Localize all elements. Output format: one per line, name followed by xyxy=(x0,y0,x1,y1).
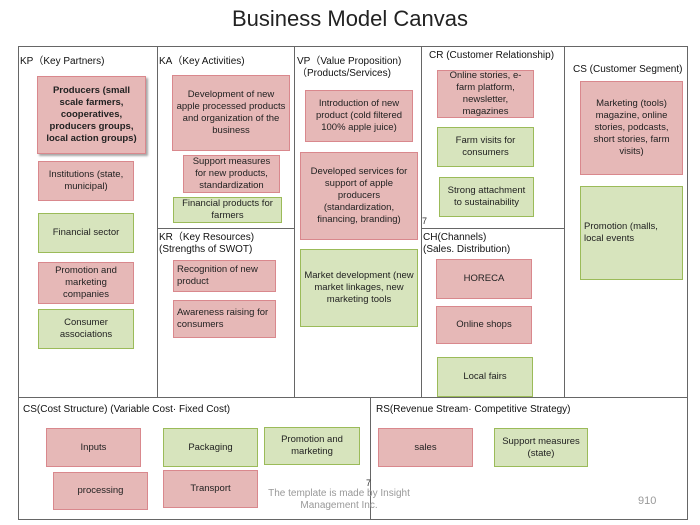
kp-header: KP（Key Partners) xyxy=(20,56,105,67)
frame-right-border xyxy=(687,46,688,520)
vp-header: VP（Value Proposition) （Products/Services… xyxy=(297,56,402,79)
cost-rs-divider xyxy=(370,397,371,520)
ka-support-measures-box: Support measures for new products, stand… xyxy=(183,155,280,193)
ka-vp-divider xyxy=(294,46,295,397)
cost-transport-box: Transport xyxy=(163,470,258,508)
cost-divider-line xyxy=(18,397,688,398)
cr-header: CR (Customer Relationship) xyxy=(429,50,555,61)
cost-processing-box: processing xyxy=(53,472,148,510)
vp-new-product-box: Introduction of new product (cold filter… xyxy=(305,90,413,142)
kr-awareness-box: Awareness raising for consumers xyxy=(173,300,276,338)
footer-credit: The template is made by Insight Manageme… xyxy=(268,488,410,511)
cs-header: CS (Customer Segment) xyxy=(573,64,683,75)
page-title: Business Model Canvas xyxy=(231,6,468,31)
ch-horeca-box: HORECA xyxy=(436,259,532,299)
vp-cr-divider xyxy=(421,46,422,397)
ka-financial-products-box: Financial products for farmers xyxy=(173,197,282,223)
rs-sales-box: sales xyxy=(378,428,473,467)
ka-header: KA（Key Activities) xyxy=(159,56,245,67)
cost-header: CS(Cost Structure) (Variable Cost· Fixed… xyxy=(23,404,231,415)
frame-left-border xyxy=(18,46,19,520)
marker-label: 7 xyxy=(422,216,428,226)
kp-promotion-box: Promotion and marketing companies xyxy=(38,262,134,304)
kr-header: KR（Key Resources) (Strengths of SWOT) xyxy=(159,232,255,255)
ka-development-box: Development of new apple processed produ… xyxy=(172,75,290,151)
vp-developed-services-box: Developed services for support of apple … xyxy=(300,152,418,240)
cost-inputs-box: Inputs xyxy=(46,428,141,467)
cs-promotion-box: Promotion (malls, local events xyxy=(580,186,683,280)
cost-promotion-box: Promotion and marketing xyxy=(264,427,360,465)
kp-consumer-associations-box: Consumer associations xyxy=(38,309,134,349)
kp-financial-sector-box: Financial sector xyxy=(38,213,134,253)
ch-header: CH(Channels) (Sales. Distribution) xyxy=(423,232,511,255)
cr-sustainability-box: Strong attachment to sustainability xyxy=(439,177,534,217)
ka-kr-divider xyxy=(157,228,294,229)
cr-online-stories-box: Online stories, e-farm platform, newslet… xyxy=(437,70,534,118)
cost-packaging-box: Packaging xyxy=(163,428,258,467)
marker-label: 7 xyxy=(366,478,372,488)
cr-farm-visits-box: Farm visits for consumers xyxy=(437,127,534,167)
cs-marketing-box: Marketing (tools) magazine, online stori… xyxy=(580,81,683,175)
rs-support-measures-box: Support measures (state) xyxy=(494,428,588,467)
rs-header: RS(Revenue Stream· Competitive Strategy) xyxy=(376,404,571,415)
kp-ka-divider xyxy=(157,46,158,397)
ch-online-shops-box: Online shops xyxy=(436,306,532,344)
page-number: 910 xyxy=(638,495,657,507)
frame-top-border xyxy=(18,46,688,47)
kr-recognition-box: Recognition of new product xyxy=(173,260,276,292)
business-model-canvas: KP（Key Partners) KA（Key Activities) KR（K… xyxy=(18,46,688,520)
ch-local-fairs-box: Local fairs xyxy=(437,357,533,397)
frame-bottom-border xyxy=(18,519,688,520)
kp-producers-box: Producers (small scale farmers, cooperat… xyxy=(37,76,146,154)
cr-ch-divider xyxy=(421,228,564,229)
cr-cs-divider xyxy=(564,46,565,397)
kp-institutions-box: Institutions (state, municipal) xyxy=(38,161,134,201)
vp-market-development-box: Market development (new market linkages,… xyxy=(300,249,418,327)
